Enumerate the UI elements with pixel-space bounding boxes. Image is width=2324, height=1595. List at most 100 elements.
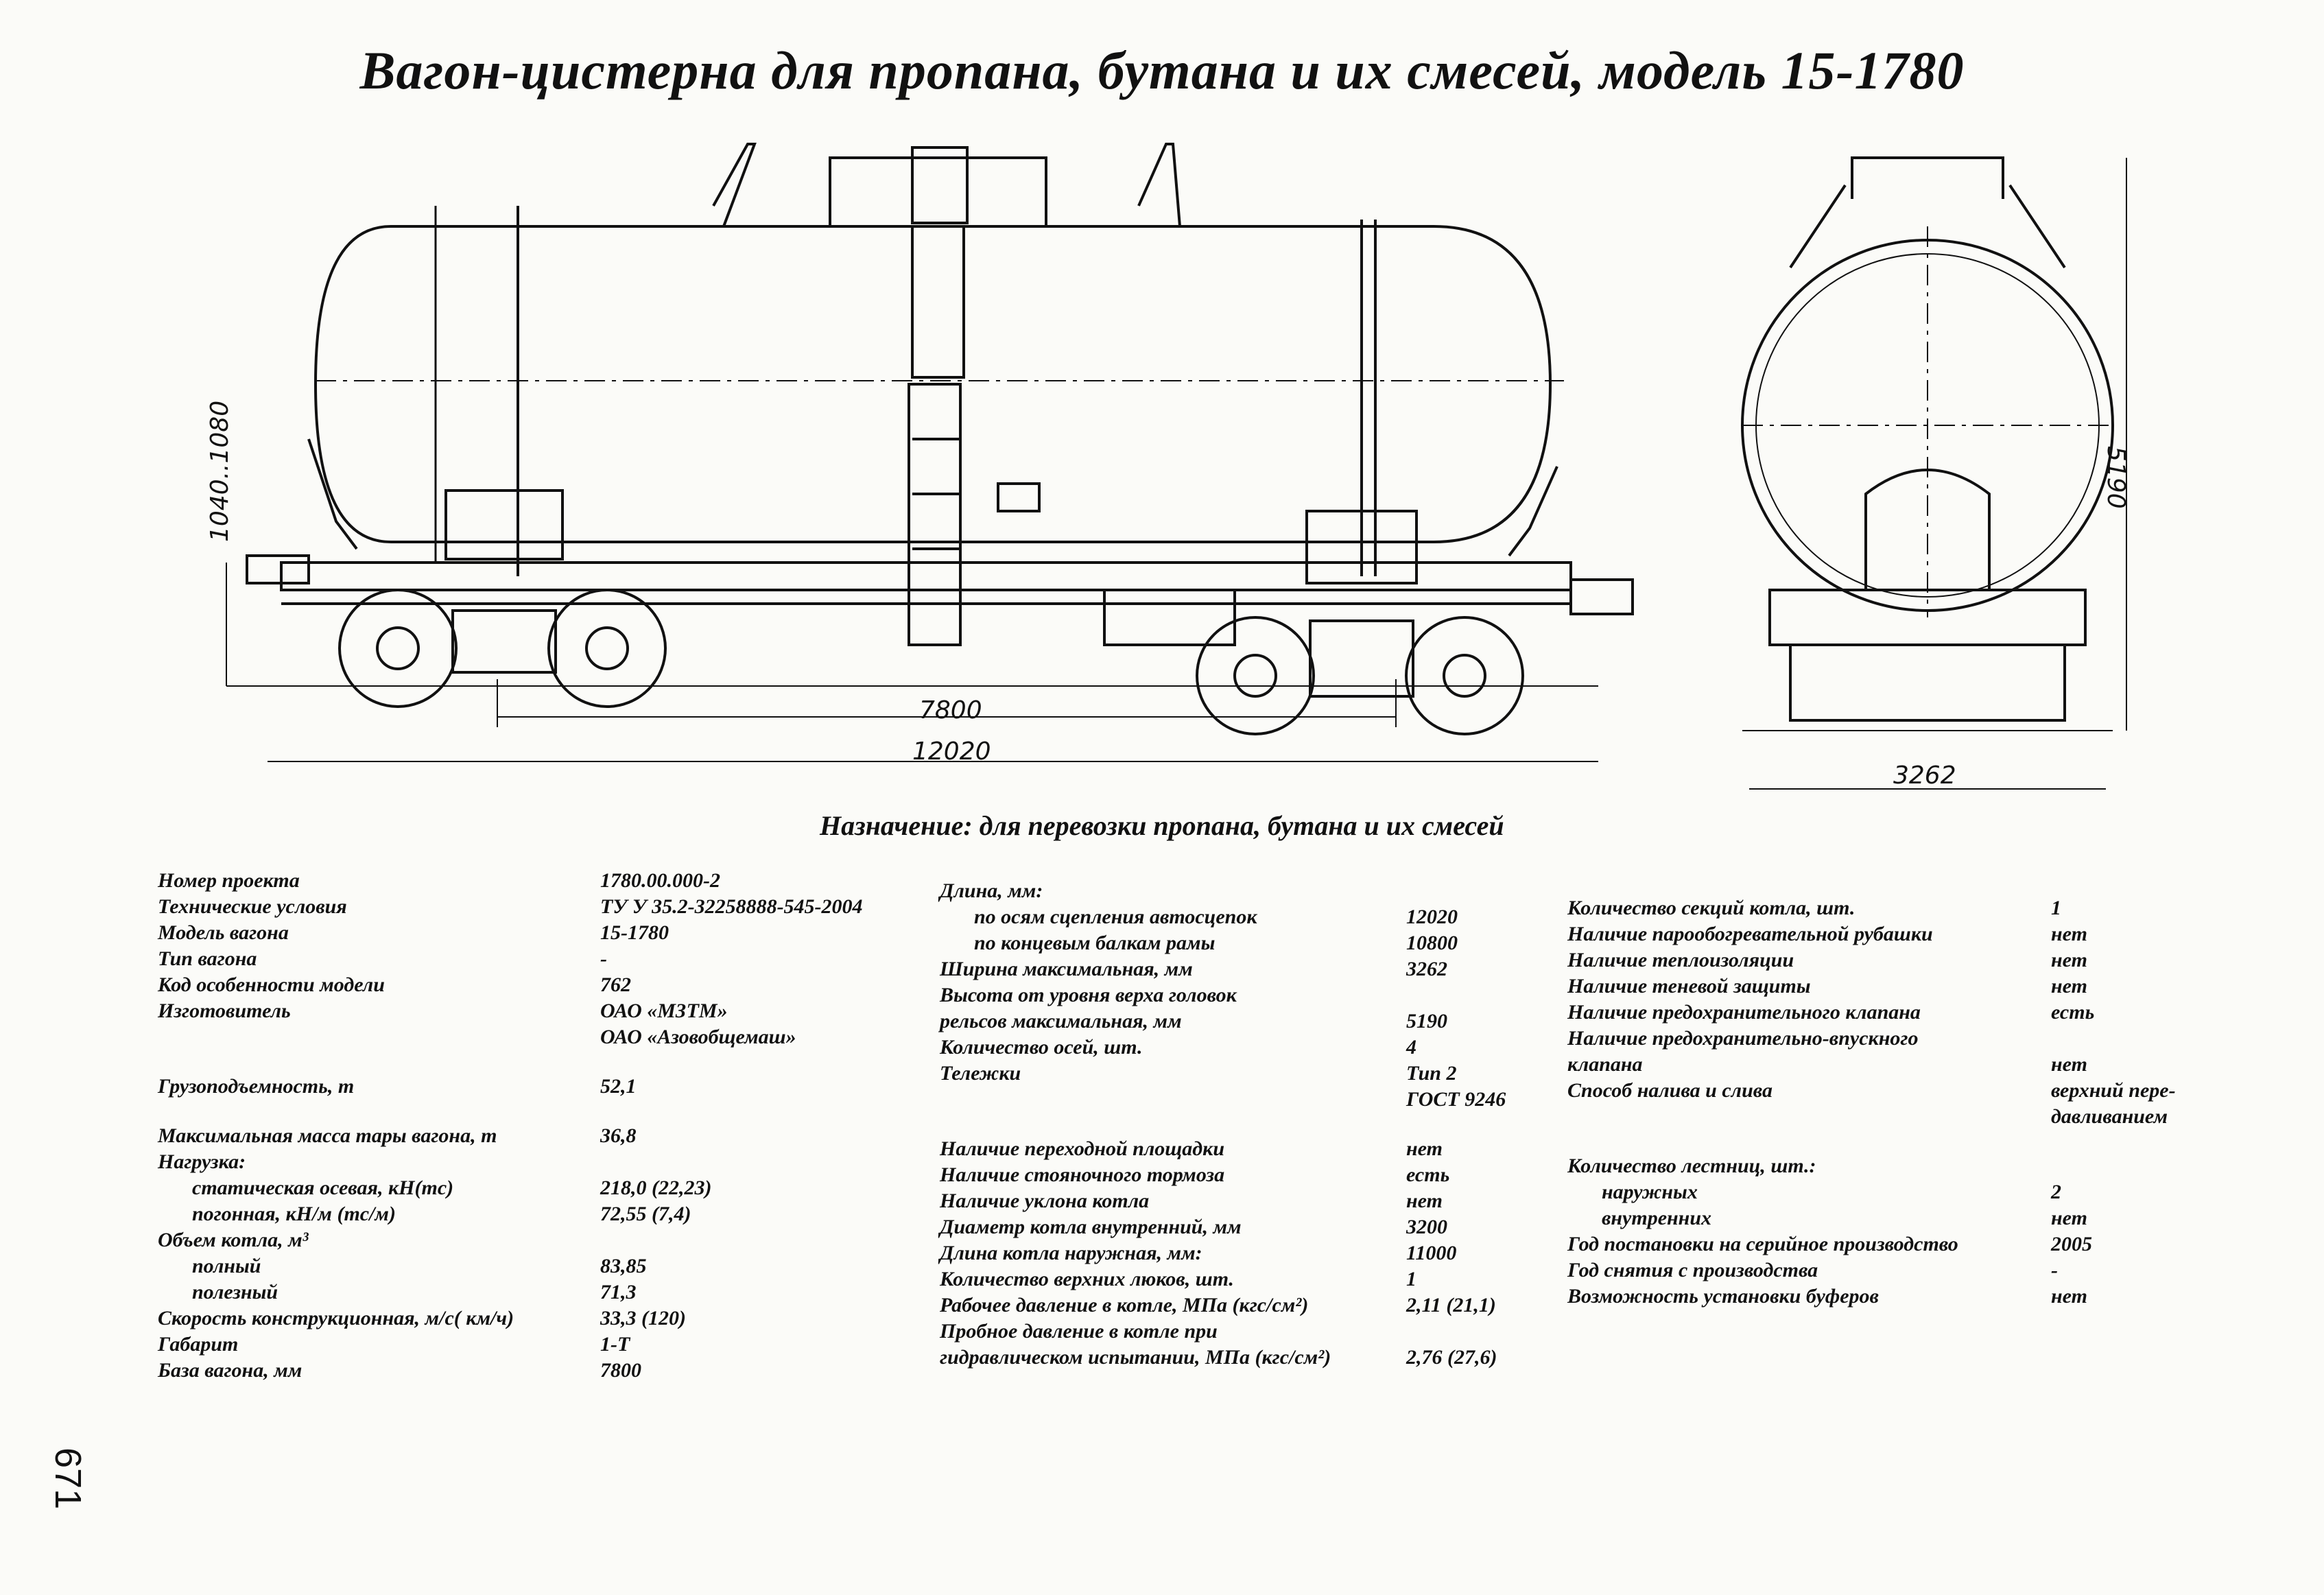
col2-label: Ширина максимальная, мм	[940, 958, 1193, 980]
col2-value: 1	[1406, 1268, 1416, 1291]
col2-value: 5190	[1406, 1010, 1447, 1032]
tank-car-drawing	[226, 143, 2127, 790]
col2-value: 2,76 (27,6)	[1406, 1346, 1497, 1369]
col3-value: нет	[2051, 1285, 2087, 1308]
col2-value: 2,11 (21,1)	[1406, 1294, 1496, 1317]
col2-label: Диаметр котла внутренний, мм	[940, 1216, 1242, 1239]
col3-value: есть	[2051, 1001, 2095, 1024]
col2-label: Высота от уровня верха головок	[940, 984, 1237, 1006]
col1-value: 1780.00.000-2	[600, 869, 720, 892]
col1-label: полный	[192, 1255, 261, 1278]
col2-label: Пробное давление в котле при	[940, 1320, 1218, 1343]
col3-label: Количество секций котла, шт.	[1567, 897, 1855, 919]
col2-value: ГОСТ 9246	[1406, 1088, 1506, 1111]
col1-value: 762	[600, 973, 631, 996]
col2-value: 10800	[1406, 932, 1458, 954]
col1-label: Нагрузка:	[158, 1150, 246, 1174]
col1-value: 7800	[600, 1359, 641, 1382]
col3-value: нет	[2051, 923, 2087, 945]
col1-label: Объем котла, м³	[158, 1229, 309, 1252]
col2-label: Количество осей, шт.	[940, 1036, 1143, 1059]
col3-label: Наличие парообогревательной рубашки	[1567, 923, 1933, 945]
col1-label: полезный	[192, 1281, 278, 1304]
col2-value: Тип 2	[1406, 1062, 1457, 1085]
col2-value: 3262	[1406, 958, 1447, 980]
col2-label: по концевым балкам рамы	[974, 932, 1216, 954]
dim-length: 12020	[912, 737, 991, 766]
col2-label: Наличие переходной площадки	[940, 1137, 1225, 1161]
col2-value: 11000	[1406, 1242, 1457, 1265]
purpose-text: Назначение: для перевозки пропана, бутан…	[820, 810, 1504, 841]
col1-label: Номер проекта	[158, 869, 300, 892]
col2-label: Наличие стояночного тормоза	[940, 1163, 1225, 1187]
dim-width: 3262	[1893, 761, 1956, 790]
col1-value: 1-Т	[600, 1333, 630, 1356]
col3-value: 2	[2051, 1181, 2061, 1204]
col2-label: Количество верхних люков, шт.	[940, 1268, 1234, 1291]
col1-label: статическая осевая, кН(тс)	[192, 1177, 454, 1200]
col1-label: База вагона, мм	[158, 1359, 303, 1382]
col3-label: Год снятия с производства	[1567, 1259, 1818, 1282]
col1-value: 218,0 (22,23)	[600, 1177, 712, 1200]
col2-value: 12020	[1406, 906, 1458, 928]
col2-label: Рабочее давление в котле, МПа (кгс/см²)	[940, 1294, 1309, 1317]
col3-value: 2005	[2051, 1233, 2092, 1256]
col3-label: наружных	[1602, 1181, 1698, 1204]
col1-value: ОАО «МЗТМ»	[600, 1000, 728, 1022]
col1-label: Изготовитель	[158, 1000, 291, 1022]
col2-label: рельсов максимальная, мм	[940, 1010, 1182, 1032]
col1-value: 71,3	[600, 1281, 637, 1304]
col2-value: 4	[1406, 1036, 1416, 1059]
page-number: 671	[47, 1448, 88, 1510]
col3-value: -	[2051, 1259, 2058, 1282]
col1-label: Габарит	[158, 1333, 239, 1356]
col1-label: Код особенности модели	[158, 973, 385, 996]
col3-label: Наличие теневой защиты	[1567, 975, 1811, 997]
col3-label: Наличие предохранительного клапана	[1567, 1001, 1921, 1024]
col2-label: Длина, мм:	[940, 879, 1043, 902]
col3-label: Способ налива и слива	[1567, 1079, 1772, 1102]
col2-value: 3200	[1406, 1216, 1447, 1239]
col2-value: нет	[1406, 1137, 1443, 1161]
col3-label: Возможность установки буферов	[1567, 1285, 1879, 1308]
dim-height: 5190	[2102, 446, 2130, 509]
tank-body	[313, 225, 1552, 543]
col3-label: внутренних	[1602, 1207, 1712, 1230]
col3-label: Наличие предохранительно-впускного	[1567, 1027, 1919, 1050]
col2-label: по осям сцепления автосцепок	[974, 906, 1257, 928]
col2-value: нет	[1406, 1190, 1443, 1213]
col2-label: Наличие уклона котла	[940, 1190, 1150, 1213]
col3-label: клапана	[1567, 1053, 1643, 1076]
col1-value: 72,55 (7,4)	[600, 1203, 691, 1226]
col1-label: Тип вагона	[158, 947, 257, 970]
col2-value: есть	[1406, 1163, 1450, 1187]
col3-value: верхний пере-	[2051, 1079, 2176, 1102]
col3-value: давливанием	[2051, 1105, 2168, 1128]
col1-value: 33,3 (120)	[600, 1307, 686, 1330]
col1-label: Модель вагона	[158, 921, 289, 944]
col1-value: -	[600, 947, 607, 970]
col3-label: Год постановки на серийное производство	[1567, 1233, 1958, 1256]
col1-label: погонная, кН/м (тс/м)	[192, 1203, 396, 1226]
col3-value: 1	[2051, 897, 2061, 919]
col3-value: нет	[2051, 975, 2087, 997]
col2-label: Длина котла наружная, мм:	[940, 1242, 1202, 1265]
dim-side-height: 1040..1080	[206, 400, 234, 542]
col1-label: Технические условия	[158, 895, 347, 918]
col3-label: Наличие теплоизоляции	[1567, 949, 1794, 971]
col1-value: 83,85	[600, 1255, 647, 1278]
col1-value: ОАО «Азовобщемаш»	[600, 1026, 796, 1048]
dim-base: 7800	[919, 696, 982, 724]
col1-value: 15-1780	[600, 921, 669, 944]
col3-value: нет	[2051, 1053, 2087, 1076]
col2-label: Тележки	[940, 1062, 1021, 1085]
col1-label: Грузоподъемность, т	[158, 1075, 355, 1098]
page-title: Вагон-цистерна для пропана, бутана и их …	[359, 40, 1965, 100]
col1-value: 36,8	[600, 1124, 637, 1148]
col1-label: Скорость конструкционная, м/с( км/ч)	[158, 1307, 514, 1330]
col3-value: нет	[2051, 1207, 2087, 1230]
col3-value: нет	[2051, 949, 2087, 971]
col1-value: ТУ У 35.2-32258888-545-2004	[600, 895, 863, 918]
col3-label: Количество лестниц, шт.:	[1567, 1155, 1816, 1178]
col1-label: Максимальная масса тары вагона, т	[158, 1124, 497, 1148]
